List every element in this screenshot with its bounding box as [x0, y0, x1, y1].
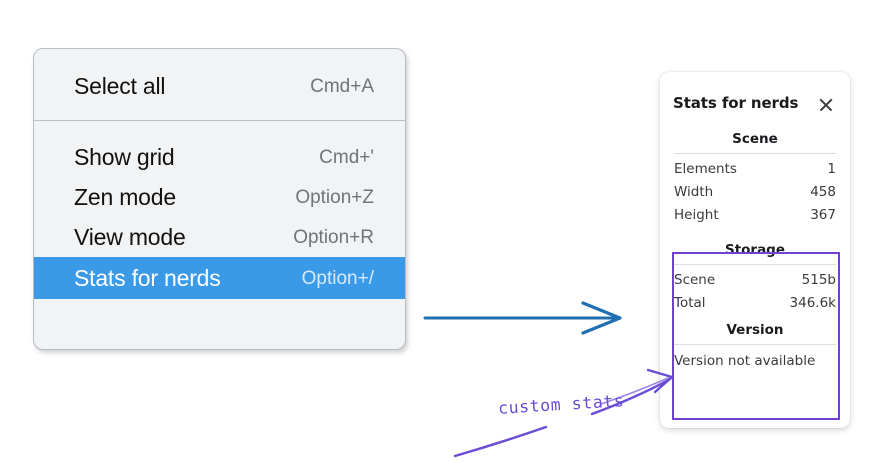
menu-item-shortcut: Option+/ [301, 267, 374, 289]
version-note: Version not available [674, 353, 816, 369]
section-divider [674, 153, 836, 154]
table-row: Scene 515b [673, 268, 837, 291]
stat-value: 367 [810, 206, 836, 223]
menu-item-label: View mode [74, 223, 186, 250]
table-row: Width 458 [673, 180, 837, 203]
menu-item-view-mode[interactable]: View mode Option+R [34, 217, 405, 257]
menu-item-show-grid[interactable]: Show grid Cmd+' [34, 137, 405, 177]
stat-label: Scene [674, 271, 716, 288]
context-menu[interactable]: Select all Cmd+A Show grid Cmd+' Zen mod… [33, 48, 406, 350]
menu-separator [34, 120, 405, 121]
menu-item-label: Zen mode [74, 183, 176, 210]
table-row: Total 346.6k [673, 291, 837, 314]
menu-item-shortcut: Option+R [293, 226, 374, 248]
menu-item-select-all[interactable]: Select all Cmd+A [34, 66, 405, 106]
menu-item-label: Stats for nerds [74, 264, 221, 291]
blue-arrow-annotation [423, 301, 622, 335]
stat-value: 515b [801, 271, 836, 288]
custom-stats-annotation-label: custom stats [497, 391, 625, 418]
stats-section-storage: Storage Scene 515b Total 346.6k [673, 234, 837, 314]
menu-footer-spacer [34, 299, 405, 323]
menu-item-zen-mode[interactable]: Zen mode Option+Z [34, 177, 405, 217]
panel-title: Stats for nerds [673, 94, 799, 112]
section-heading: Scene [732, 131, 778, 147]
custom-stats-region: Storage Scene 515b Total 346.6k Version … [673, 234, 837, 369]
menu-item-stats-for-nerds[interactable]: Stats for nerds Option+/ [34, 257, 405, 299]
stat-value: 458 [810, 183, 836, 200]
stat-value: 346.6k [789, 294, 836, 311]
menu-group-primary: Select all Cmd+A [34, 49, 405, 120]
menu-item-shortcut: Cmd+A [310, 75, 374, 97]
menu-group-secondary: Show grid Cmd+' Zen mode Option+Z View m… [34, 121, 405, 323]
stat-value: 1 [827, 160, 836, 177]
stat-label: Total [674, 294, 706, 311]
table-row: Height 367 [673, 203, 837, 226]
close-icon[interactable] [818, 96, 834, 112]
stats-section-version: Version Version not available [673, 314, 837, 369]
menu-item-shortcut: Cmd+' [319, 146, 374, 168]
section-divider [674, 264, 836, 265]
section-heading: Version [726, 322, 784, 338]
stats-for-nerds-panel[interactable]: Stats for nerds Scene Elements 1 Width 4… [660, 72, 850, 428]
purple-underline-stroke [453, 425, 548, 458]
stats-section-scene: Scene Elements 1 Width 458 Height 367 [673, 123, 837, 226]
stat-label: Elements [674, 160, 737, 177]
table-row: Elements 1 [673, 157, 837, 180]
section-divider [674, 344, 836, 345]
menu-item-shortcut: Option+Z [295, 186, 374, 208]
menu-item-label: Select all [74, 72, 166, 99]
section-heading: Storage [724, 242, 786, 258]
stat-label: Height [674, 206, 719, 223]
menu-item-label: Show grid [74, 143, 175, 170]
stat-label: Width [674, 183, 714, 200]
panel-header: Stats for nerds [673, 72, 837, 123]
